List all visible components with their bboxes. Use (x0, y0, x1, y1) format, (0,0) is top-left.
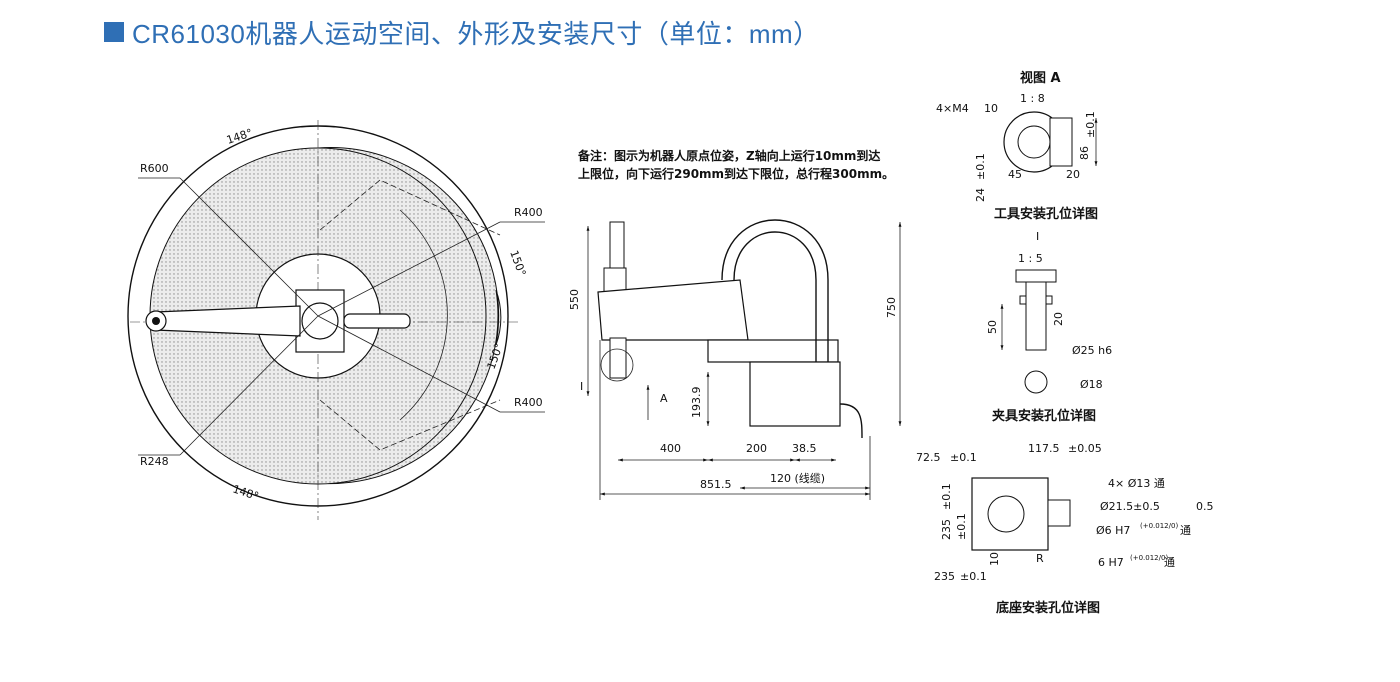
tool-flange-side (1049, 117, 1073, 167)
detail-i-dim-50: 50 (986, 320, 999, 334)
workspace-view: R600 R400 R400 R248 148° 148° 150° 150° (127, 120, 545, 520)
detail-i: I 1 : 5 50 20 Ø25 h6 Ø18 夹具安装孔位详图 (986, 230, 1112, 424)
base-hole-21-5-depth: 0.5 (1196, 500, 1214, 513)
dim-550: 550 (568, 289, 581, 310)
view-a-title: 视图 A (1020, 70, 1061, 86)
r400-bottom-label: R400 (514, 396, 543, 409)
base-tol-117-5: ±0.05 (1068, 442, 1102, 455)
reach-guide-lower (319, 399, 501, 451)
detail-i-marker (600, 348, 634, 382)
label-i: I (580, 380, 583, 393)
title-square-icon (104, 22, 124, 42)
view-a-tol-86: ±0.1 (1084, 111, 1097, 138)
side-view: 备注：图示为机器人原点位姿，Z轴向上运行10mm到达 上限位，向下运行290mm… (568, 148, 902, 500)
gripper-shaft (1025, 281, 1047, 351)
cable-loop-outer (721, 219, 829, 362)
angle-148-top: 148° (225, 126, 254, 147)
arm-end-pin (152, 317, 160, 325)
view-a-detail: 视图 A 1 : 8 4×M4 10 86 ±0.1 45 20 24 ±0.1… (936, 70, 1098, 222)
base-dim-235-h: 235 (934, 570, 955, 583)
r248-label: R248 (140, 455, 169, 468)
page-title: CR61030机器人运动空间、外形及安装尺寸（单位：mm） (104, 14, 820, 50)
note-line-1: 备注：图示为机器人原点位姿，Z轴向上运行10mm到达 (577, 148, 880, 163)
detail-i-dia-18: Ø18 (1080, 378, 1103, 391)
note-line-2: 上限位，向下运行290mm到达下限位，总行程300mm。 (578, 166, 894, 181)
z-shaft-top (609, 221, 625, 273)
r600-leader (179, 177, 319, 317)
base-dim-235-v: 235 (940, 519, 953, 540)
r248-leader (179, 315, 319, 456)
arm-link (154, 305, 301, 337)
arm1-body (707, 339, 839, 363)
base-tol-235-h: ±0.1 (960, 570, 987, 583)
base-hole-6-top: Ø6 H7 (1096, 524, 1130, 537)
dim-851-5: 851.5 (700, 478, 732, 491)
r400-top-leader (317, 221, 501, 317)
base-plate (971, 477, 1049, 551)
view-a-caption: 工具安装孔位详图 (994, 206, 1098, 222)
detail-i-dia-25: Ø25 h6 (1072, 344, 1112, 357)
view-a-hole: 4×M4 (936, 102, 969, 115)
detail-i-caption: 夹具安装孔位详图 (992, 408, 1096, 424)
base-cable-port (1047, 499, 1071, 527)
dim-400: 400 (660, 442, 681, 455)
view-a-dim-45: 45 (1008, 168, 1022, 181)
dim-750: 750 (885, 297, 898, 318)
base-label-r: R (1036, 552, 1044, 565)
view-a-depth: 10 (984, 102, 998, 115)
view-a-dim-24: 24 (974, 188, 987, 202)
base-dim-72-5: 72.5 (916, 451, 941, 464)
dim-200: 200 (746, 442, 767, 455)
view-a-tol-24: ±0.1 (974, 153, 987, 180)
base-tol-235-v: ±0.1 (955, 513, 968, 540)
page-title-text: CR61030机器人运动空间、外形及安装尺寸（单位：mm） (132, 18, 820, 49)
view-a-dim-86: 86 (1078, 146, 1091, 160)
angle-150-top: 150° (507, 249, 528, 278)
base-dim-10: 10 (988, 552, 1001, 566)
base-tol-6-top: (+0.012/0) (1140, 522, 1178, 530)
reach-guide-upper (319, 179, 501, 236)
gripper-cap (1015, 269, 1057, 283)
base-hole-13: 4× Ø13 通 (1108, 477, 1165, 490)
dim-193-9: 193.9 (690, 387, 703, 419)
base-tol-72-5: ±0.1 (950, 451, 977, 464)
r400-bottom-leader (317, 315, 501, 413)
base-dim-117-5: 117.5 (1028, 442, 1060, 455)
rear-cover (343, 313, 411, 329)
base-thru-6-top: 通 (1180, 524, 1191, 537)
base-thru-6-bottom: 通 (1164, 556, 1175, 569)
r400-top-label: R400 (514, 206, 543, 219)
angle-148-bottom: 148° (231, 482, 260, 503)
cable-loop-inner (733, 231, 817, 362)
base-plate-center (987, 495, 1025, 533)
base-detail: 72.5 ±0.1 117.5 ±0.05 4× Ø13 通 Ø21.5±0.5… (916, 442, 1214, 616)
shaft-section (1024, 370, 1048, 394)
view-a-dim-20: 20 (1066, 168, 1080, 181)
base-hole-6-bottom: 6 H7 (1098, 556, 1124, 569)
cable-exit (839, 403, 863, 439)
r400-arc (399, 209, 448, 421)
base-body (749, 361, 841, 427)
tool-shaft (609, 337, 627, 379)
dim-38-5: 38.5 (792, 442, 817, 455)
dim-120: 120 (线缆) (770, 471, 825, 485)
detail-i-title: I (1036, 230, 1039, 243)
base-hole-21-5: Ø21.5±0.5 (1100, 500, 1160, 513)
base-tol-6-bottom: (+0.012/0) (1130, 554, 1168, 562)
r600-label: R600 (140, 162, 169, 175)
detail-i-dim-20: 20 (1052, 312, 1065, 326)
base-joint (301, 302, 339, 340)
label-a: A (660, 392, 668, 405)
view-a-scale: 1 : 8 (1020, 92, 1045, 105)
base-caption: 底座安装孔位详图 (996, 600, 1100, 616)
detail-i-scale: 1 : 5 (1018, 252, 1043, 265)
tool-flange-inner (1017, 125, 1051, 159)
base-tol-y: ±0.1 (940, 483, 953, 510)
